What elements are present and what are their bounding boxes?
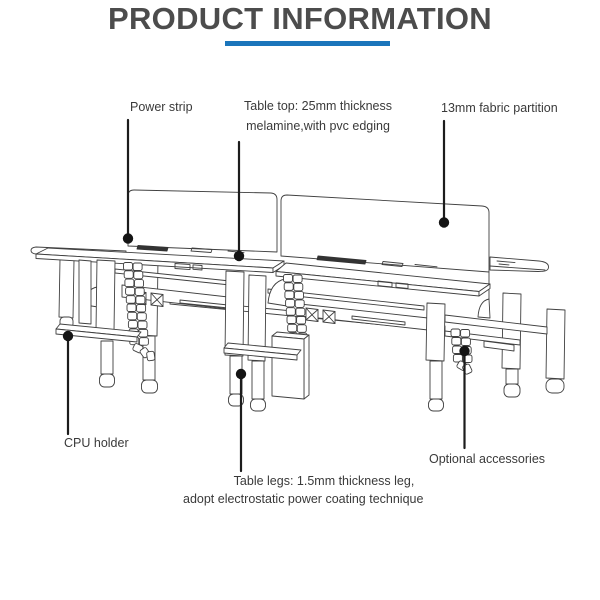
callout-label-power-strip: Power strip xyxy=(130,100,193,114)
table-top-line1: Table top: 25mm thickness xyxy=(244,99,392,113)
callout-leaders xyxy=(66,118,466,473)
desktops xyxy=(35,247,491,297)
title-underline-bar xyxy=(225,41,390,46)
callout-dots xyxy=(62,217,470,380)
callout-label-cpu-holder: CPU holder xyxy=(64,436,129,450)
callout-label-fabric-partition: 13mm fabric partition xyxy=(441,101,558,115)
callout-label-table-legs-line1: Table legs: 1.5mm thickness leg, xyxy=(233,474,415,488)
callout-label-table-legs-line2: adopt electrostatic power coating techni… xyxy=(183,492,424,506)
page-title: PRODUCT INFORMATION xyxy=(108,1,492,36)
table-top-line2: melamine,with pvc edging xyxy=(246,119,390,133)
middle-legs xyxy=(223,270,310,412)
front-right-leg xyxy=(425,302,446,412)
cable-trays xyxy=(114,268,548,352)
cable-chain-left xyxy=(123,262,156,362)
height-controllers xyxy=(174,263,409,289)
callout-label-optional-accessories: Optional accessories xyxy=(429,452,546,466)
callout-label-table-top: Table top: 25mm thickness melamine,with … xyxy=(222,96,414,136)
desktop-power-slots xyxy=(136,245,438,268)
cpu-holder-left xyxy=(55,259,142,388)
support-brackets xyxy=(84,278,491,319)
